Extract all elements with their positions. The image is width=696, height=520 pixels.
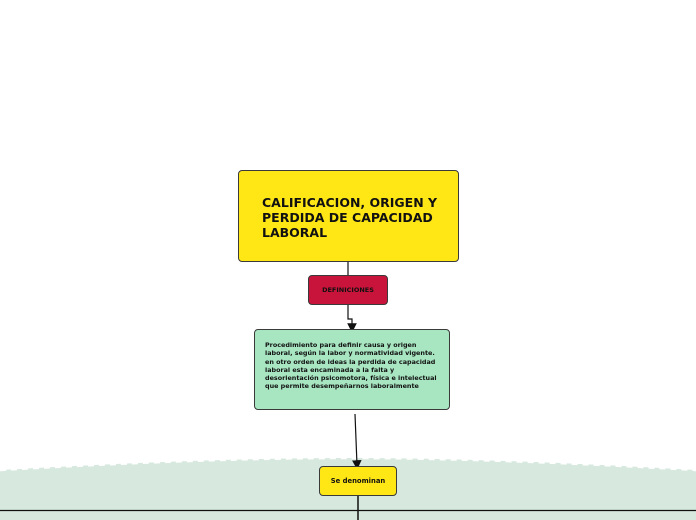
se-denominan-label: Se denominan [330, 477, 386, 485]
connector-definiciones-to-definition [347, 305, 357, 333]
definition-text: Procedimiento para definir causa y orige… [265, 341, 437, 391]
main-topic-node[interactable]: CALIFICACION, ORIGEN Y PERDIDA DE CAPACI… [238, 170, 459, 262]
connector-definition-to-denominan [352, 413, 362, 470]
definiciones-label: DEFINICIONES [322, 286, 374, 294]
se-denominan-node[interactable]: Se denominan [319, 466, 397, 496]
main-topic-text: CALIFICACION, ORIGEN Y PERDIDA DE CAPACI… [262, 195, 438, 240]
background-band-dashed-edge [0, 456, 696, 472]
definiciones-node[interactable]: DEFINICIONES [308, 275, 388, 305]
definition-node[interactable]: Procedimiento para definir causa y orige… [254, 329, 450, 410]
